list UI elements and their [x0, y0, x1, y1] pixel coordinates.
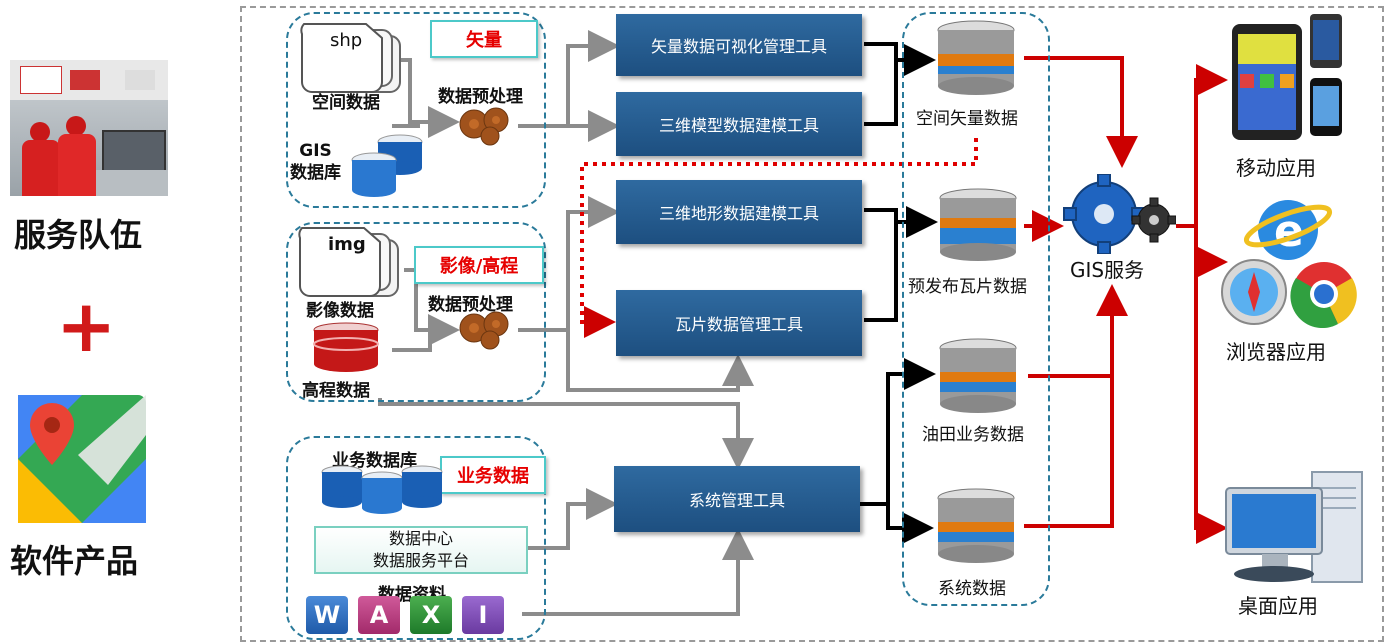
business-tag: 业务数据 — [440, 456, 546, 494]
office-icons: W A X I — [306, 596, 526, 636]
map-pin-icon — [18, 395, 146, 523]
preprocess-label-raster: 数据预处理 — [428, 295, 513, 315]
oilfield-data-label: 油田业务数据 — [922, 425, 1024, 445]
elevation-database-icon — [310, 322, 382, 374]
gears-icon — [456, 306, 516, 350]
data-store-group — [902, 12, 1050, 606]
main-frame — [240, 6, 1384, 642]
raster-input-group — [286, 222, 546, 402]
desktop-app-label: 桌面应用 — [1238, 594, 1318, 618]
shp-file-ext: shp — [330, 30, 363, 51]
tile-db-icon — [936, 188, 1020, 264]
access-icon: A — [358, 596, 400, 634]
plus-sign: + — [56, 284, 117, 368]
gis-db-label-line1: GIS — [299, 141, 332, 161]
system-management-tool: 系统管理工具 — [614, 466, 860, 532]
vector-visual-tool: 矢量数据可视化管理工具 — [616, 14, 862, 76]
3d-model-tool: 三维模型数据建模工具 — [616, 92, 862, 156]
service-team-photo — [10, 60, 168, 196]
image-data-label: 影像数据 — [306, 301, 374, 321]
img-file-ext: img — [328, 234, 366, 255]
data-center-line2: 数据服务平台 — [372, 551, 469, 570]
data-center-platform: 数据中心 数据服务平台 — [314, 526, 528, 574]
preprocess-label-vector: 数据预处理 — [438, 87, 523, 107]
raster-tag: 影像/高程 — [414, 246, 544, 284]
business-database-icon — [320, 462, 444, 518]
oilfield-db-icon — [936, 338, 1020, 416]
word-icon: W — [306, 596, 348, 634]
business-db-label: 业务数据库 — [332, 451, 417, 471]
excel-icon: X — [410, 596, 452, 634]
gis-db-label: GIS 数据库 — [290, 140, 341, 184]
tile-management-tool: 瓦片数据管理工具 — [616, 290, 862, 356]
elevation-data-label: 高程数据 — [302, 381, 370, 401]
shp-file-icon: shp — [298, 22, 408, 98]
3d-terrain-tool: 三维地形数据建模工具 — [616, 180, 862, 244]
system-db-icon — [934, 488, 1018, 566]
browser-icons: e — [1220, 196, 1364, 329]
gears-icon — [456, 102, 516, 146]
gis-database-icon — [350, 128, 430, 200]
service-team-label: 服务队伍 — [14, 216, 143, 254]
browser-app-label: 浏览器应用 — [1226, 340, 1326, 364]
tile-data-label: 预发布瓦片数据 — [908, 277, 1027, 297]
vector-input-group — [286, 12, 546, 208]
mobile-app-label: 移动应用 — [1236, 156, 1316, 180]
spatial-vector-db-icon — [934, 20, 1018, 98]
spatial-vector-data-label: 空间矢量数据 — [916, 109, 1018, 129]
infopath-icon: I — [462, 596, 504, 634]
vector-tag: 矢量 — [430, 20, 538, 58]
software-product-label: 软件产品 — [10, 542, 139, 580]
img-file-icon: img — [296, 226, 406, 302]
mobile-devices-icon — [1226, 14, 1346, 146]
spatial-data-label: 空间数据 — [312, 93, 380, 113]
gis-db-label-line2: 数据库 — [290, 163, 341, 183]
system-data-label: 系统数据 — [938, 579, 1006, 599]
gis-service-label: GIS服务 — [1070, 258, 1145, 282]
desktop-computer-icon — [1222, 468, 1366, 588]
data-center-line1: 数据中心 — [388, 529, 453, 548]
business-input-group — [286, 436, 546, 640]
gis-service-gear-icon — [1060, 173, 1177, 255]
